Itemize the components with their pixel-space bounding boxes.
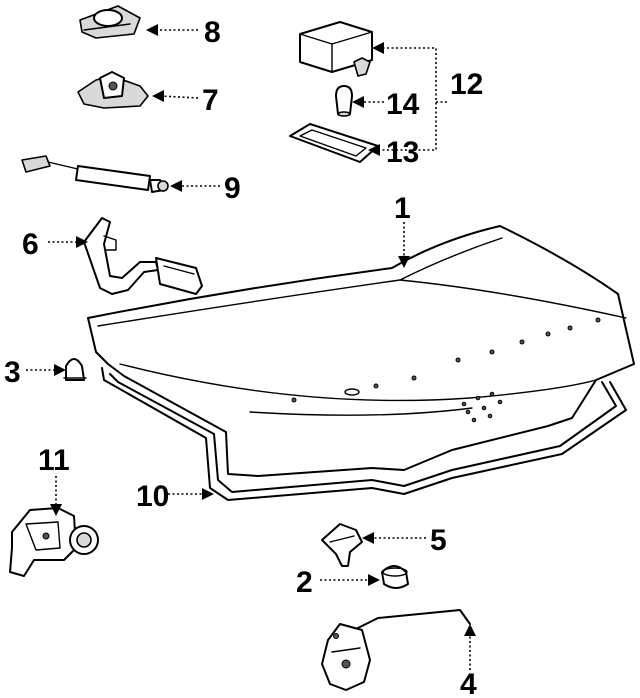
- part-4-latch: [321, 609, 471, 691]
- part-6-hinge: [83, 217, 203, 295]
- part-14-bulb: [335, 85, 353, 117]
- part-1-trunk-lid: [87, 225, 635, 477]
- part-3-bumper: [63, 358, 87, 381]
- part-8-lamp: [79, 5, 141, 39]
- part-11-lock: [9, 507, 99, 577]
- callout-6: 6: [22, 228, 39, 261]
- part-12-lamp-housing: [299, 21, 373, 77]
- part-9-support-strut: [21, 155, 169, 193]
- callout-14: 14: [386, 88, 420, 121]
- part-2-cushion: [381, 565, 409, 589]
- callout-5: 5: [430, 524, 447, 557]
- part-10-weatherstrip: [101, 367, 627, 501]
- part-7-bracket: [77, 71, 149, 109]
- callout-3: 3: [4, 356, 21, 389]
- callout-labels: 8 7 9 6 3 11 10 1 12 14 13 5 2 4: [4, 16, 483, 698]
- callout-13: 13: [386, 136, 419, 169]
- callout-12: 12: [450, 68, 483, 101]
- callout-4: 4: [460, 668, 477, 698]
- callout-9: 9: [224, 172, 241, 205]
- callout-7: 7: [202, 84, 219, 117]
- leaders: [26, 24, 476, 670]
- callout-1: 1: [394, 192, 411, 225]
- part-13-lamp-lens: [289, 123, 379, 163]
- callout-2: 2: [296, 566, 313, 599]
- callout-8: 8: [204, 16, 221, 49]
- part-5-clip: [321, 523, 363, 567]
- callout-11: 11: [38, 444, 70, 477]
- callout-10: 10: [136, 480, 169, 513]
